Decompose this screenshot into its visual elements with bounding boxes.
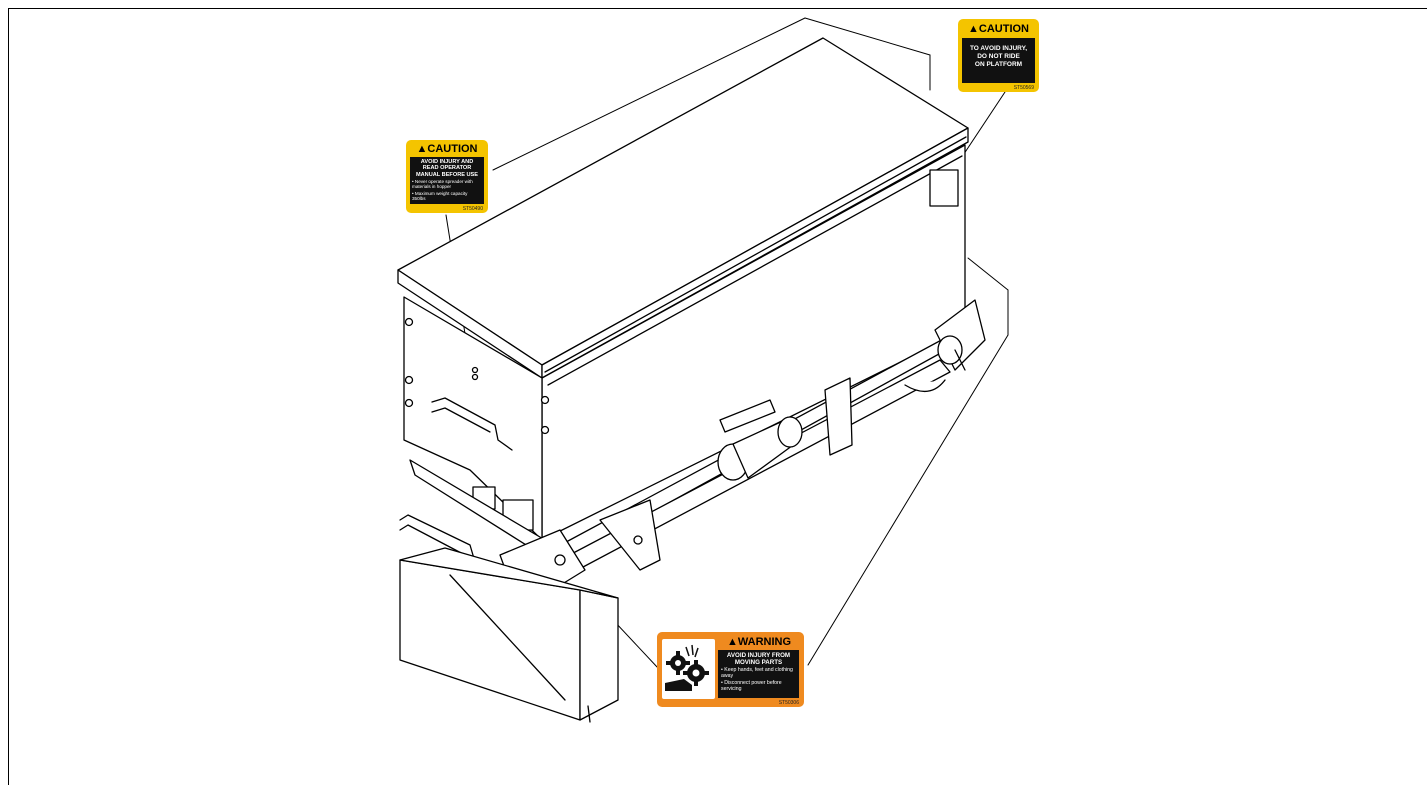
warning-decal: ▲WARNING AVOID INJURY FROM MOVING PARTS …: [657, 632, 804, 707]
motor-assembly: [717, 399, 803, 481]
caution-decal-top: ▲CAUTION TO AVOID INJURY, DO NOT RIDE ON…: [958, 19, 1039, 92]
spinner-chute: [399, 547, 619, 723]
right-bracket: [824, 299, 986, 456]
warning-triangle-icon: ▲: [968, 23, 979, 35]
gear-entanglement-icon: [662, 639, 715, 699]
decal-title-line: AVOID INJURY AND: [420, 159, 474, 165]
figure-frame: [8, 8, 1427, 785]
decal-body: AVOID INJURY AND READ OPERATOR MANUAL BE…: [410, 157, 484, 204]
decal-code: ST50490: [462, 206, 483, 212]
side-handle: [431, 397, 513, 451]
decal-line: TO AVOID INJURY,: [969, 45, 1028, 52]
decal-bullet: • Never operate spreader with materials …: [412, 179, 473, 190]
decal-code: ST50306: [778, 700, 799, 706]
warning-triangle-icon: ▲: [726, 636, 738, 648]
warning-triangle-icon: ▲: [416, 143, 428, 155]
hopper-body: [403, 144, 966, 541]
decal-body: TO AVOID INJURY, DO NOT RIDE ON PLATFORM: [962, 38, 1035, 83]
decal-title-line: AVOID INJURY FROM: [726, 652, 791, 659]
decal-bullet: • Disconnect power before servicing: [721, 680, 782, 692]
decal-title-line: READ OPERATOR: [422, 165, 472, 172]
decal-header: WARNING: [737, 636, 792, 648]
lower-handle: [399, 514, 476, 563]
caution-decal-left: ▲CAUTION AVOID INJURY AND READ OPERATOR …: [406, 140, 488, 213]
decal-body: AVOID INJURY FROM MOVING PARTS • Keep ha…: [718, 650, 799, 698]
decal-code: ST50569: [1013, 85, 1034, 91]
decal-title-line: MOVING PARTS: [734, 659, 783, 666]
decal-header: CAUTION: [978, 23, 1029, 35]
decal-bullet: • Maximum weight capacity 350lbs: [412, 190, 468, 201]
decal-bullet: • Keep hands, feet and clothing away: [721, 667, 793, 679]
decal-line: ON PLATFORM: [974, 61, 1023, 68]
decal-line: DO NOT RIDE: [977, 53, 1020, 60]
decal-header: CAUTION: [427, 143, 478, 155]
decal-title-line: MANUAL BEFORE USE: [415, 171, 479, 178]
hopper-lid: [397, 37, 969, 379]
